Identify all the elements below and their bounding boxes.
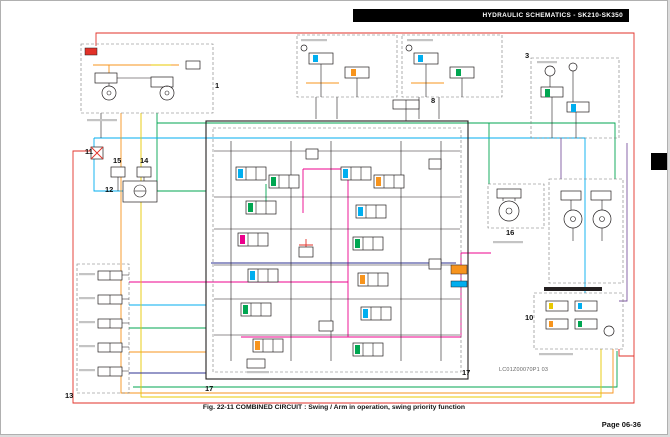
check-valves [110, 166, 152, 178]
component-label-filter: 12 [105, 185, 114, 194]
assembly-boundaries [76, 34, 624, 394]
main-control-valve-spools [235, 148, 442, 369]
solenoid-valve-group-b [405, 44, 475, 97]
main-control-valve-inner-boundary [212, 127, 462, 373]
travel-motors [560, 190, 612, 241]
component-label-swing-motor: 16 [506, 228, 515, 237]
main-control-valve-body [205, 120, 469, 380]
component-label-pump: 1 [215, 81, 220, 90]
section-index-tab [651, 153, 667, 170]
component-label-shuttle: 8 [431, 96, 436, 105]
component-label-cooler: 11 [85, 147, 93, 156]
fine-print [79, 39, 573, 374]
main-valve-internal-lines [214, 141, 460, 361]
swing-motor [496, 188, 522, 222]
component-label-pilot-valve: 13 [65, 391, 74, 400]
hydraulic-lines [72, 32, 635, 404]
component-label-relief: 10 [525, 313, 534, 322]
drawing-code: LC01Z00070P1 03 [499, 367, 549, 373]
component-label-14: 14 [140, 156, 149, 165]
pilot-lines [100, 97, 577, 191]
page-number: Page 06-36 [601, 420, 641, 429]
figure-caption: Fig. 22-11 COMBINED CIRCUIT : Swing / Ar… [202, 404, 466, 411]
filter-unit [122, 180, 158, 203]
header-bar: HYDRAULIC SCHEMATICS - SK210-SK350 [353, 9, 629, 22]
oil-cooler [90, 146, 104, 160]
component-label-15: 15 [113, 156, 122, 165]
header-title: HYDRAULIC SCHEMATICS - SK210-SK350 [482, 12, 623, 19]
shuttle-valve [392, 99, 420, 110]
priority-valve-blocks [450, 264, 468, 288]
pump-unit [84, 47, 201, 101]
component-label-gauge: 3 [525, 51, 530, 60]
component-label-valve-left: 17 [205, 384, 214, 393]
relief-valve-block [544, 287, 615, 337]
component-label-valve-right: 17 [462, 368, 471, 377]
gauge-panel [540, 62, 590, 113]
solenoid-valve-group-a [300, 44, 370, 97]
remote-control-valve [97, 270, 129, 377]
